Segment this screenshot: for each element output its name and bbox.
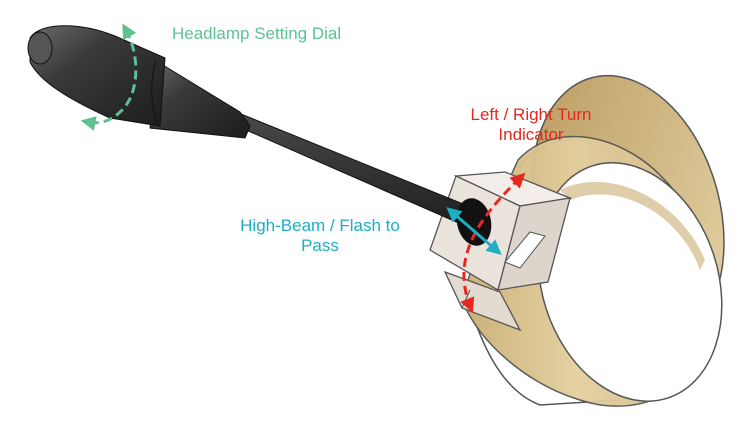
collar-inner-shade	[560, 181, 705, 270]
turn-indicator-label: Left / Right Turn Indicator	[470, 105, 592, 144]
high-beam-arrow	[446, 207, 502, 255]
turn-indicator-arrow	[460, 172, 526, 313]
headlamp-dial-label: Headlamp Setting Dial	[172, 24, 342, 43]
high-beam-label: High-Beam / Flash to Pass	[240, 216, 400, 255]
knob-seam	[151, 59, 159, 127]
dial-rotation-arrow	[80, 23, 138, 131]
knob-taper	[149, 61, 251, 139]
knob-end-cap	[27, 31, 53, 65]
